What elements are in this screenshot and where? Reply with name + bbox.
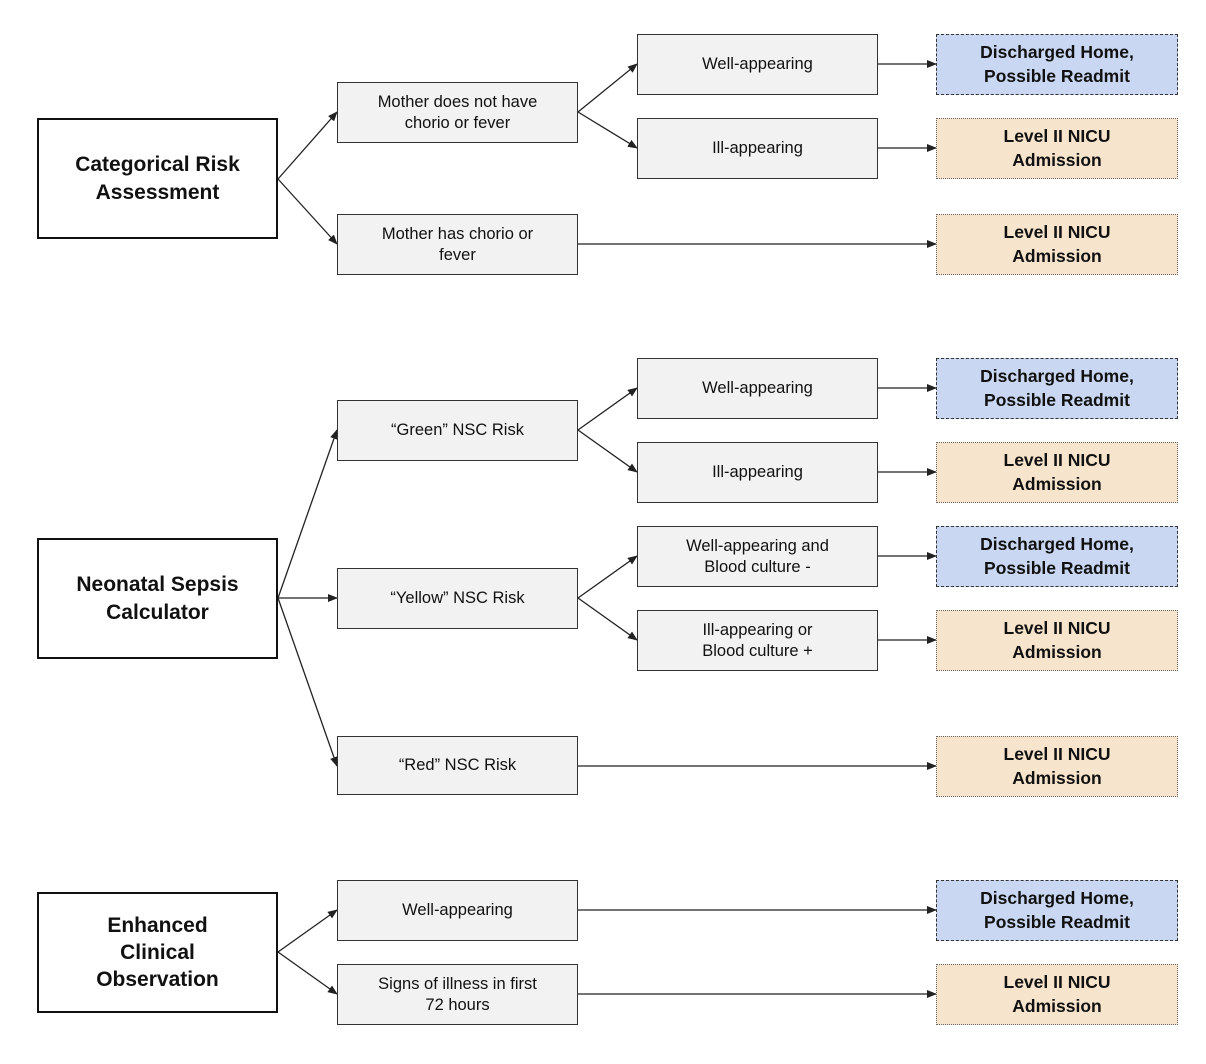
outcome-level-ii-nicu: Level II NICU Admission <box>936 442 1178 503</box>
step-well-appearing-culture-negative: Well-appearing and Blood culture - <box>637 526 878 587</box>
outcome-level-ii-nicu: Level II NICU Admission <box>936 964 1178 1025</box>
branch-yellow-nsc-risk: “Yellow” NSC Risk <box>337 568 578 629</box>
step-well-appearing: Well-appearing <box>637 34 878 95</box>
connector-arrow <box>277 951 338 995</box>
branch-red-nsc-risk: “Red” NSC Risk <box>337 736 578 795</box>
branch-signs-of-illness: Signs of illness in first 72 hours <box>337 964 578 1025</box>
outcome-discharged-home: Discharged Home, Possible Readmit <box>936 358 1178 419</box>
connector-arrow <box>577 429 638 473</box>
connector-arrow <box>277 909 338 953</box>
outcome-level-ii-nicu: Level II NICU Admission <box>936 118 1178 179</box>
connector-arrow <box>577 63 638 113</box>
root-categorical-risk-assessment: Categorical Risk Assessment <box>37 118 278 239</box>
connector-arrow <box>577 111 638 149</box>
root-neonatal-sepsis-calculator: Neonatal Sepsis Calculator <box>37 538 278 659</box>
outcome-discharged-home: Discharged Home, Possible Readmit <box>936 34 1178 95</box>
connector-arrow <box>277 597 338 767</box>
connector-arrow <box>577 387 638 431</box>
branch-mother-no-chorio: Mother does not have chorio or fever <box>337 82 578 143</box>
branch-green-nsc-risk: “Green” NSC Risk <box>337 400 578 461</box>
connector-arrow <box>577 597 638 641</box>
step-well-appearing: Well-appearing <box>637 358 878 419</box>
outcome-level-ii-nicu: Level II NICU Admission <box>936 214 1178 275</box>
connector-arrow <box>277 111 338 180</box>
branch-mother-has-chorio: Mother has chorio or fever <box>337 214 578 275</box>
connector-arrow <box>277 178 338 245</box>
step-ill-appearing: Ill-appearing <box>637 118 878 179</box>
outcome-level-ii-nicu: Level II NICU Admission <box>936 610 1178 671</box>
connector-arrow <box>577 555 638 599</box>
outcome-level-ii-nicu: Level II NICU Admission <box>936 736 1178 797</box>
outcome-discharged-home: Discharged Home, Possible Readmit <box>936 880 1178 941</box>
step-ill-appearing-culture-positive: Ill-appearing or Blood culture + <box>637 610 878 671</box>
step-ill-appearing: Ill-appearing <box>637 442 878 503</box>
outcome-discharged-home: Discharged Home, Possible Readmit <box>936 526 1178 587</box>
branch-well-appearing: Well-appearing <box>337 880 578 941</box>
root-enhanced-clinical-observation: Enhanced Clinical Observation <box>37 892 278 1013</box>
connector-arrow <box>277 429 338 599</box>
